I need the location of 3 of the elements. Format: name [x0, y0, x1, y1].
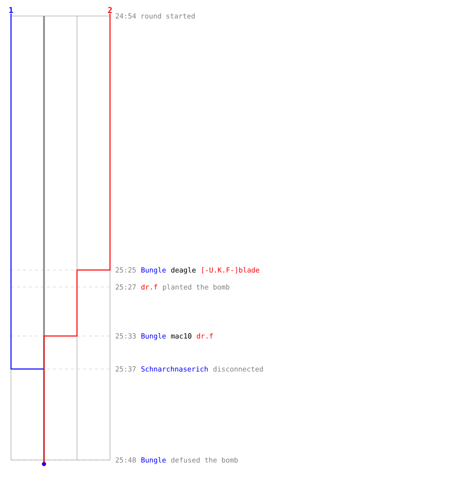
player-number: 2 — [108, 7, 112, 13]
player-line — [44, 13, 110, 462]
player-number: 1 — [9, 7, 14, 13]
